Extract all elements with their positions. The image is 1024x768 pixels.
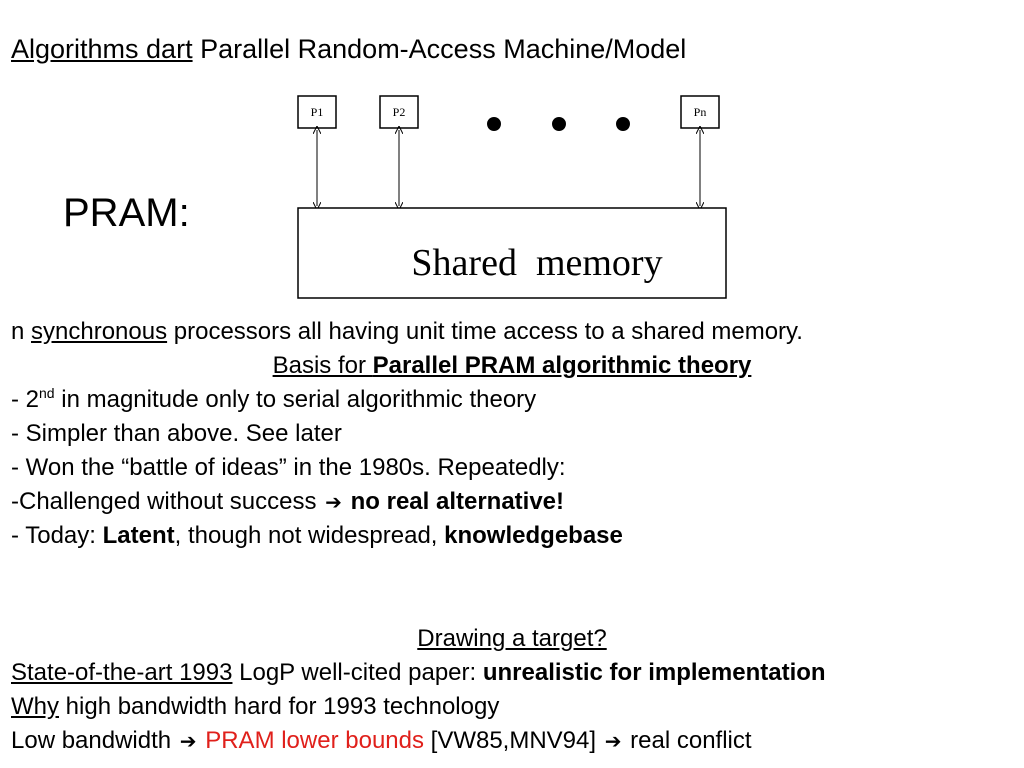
footer-line-1: State-of-the-art 1993 LogP well-cited pa… — [11, 659, 826, 687]
superscript: nd — [39, 385, 55, 401]
ellipsis-dot — [552, 117, 566, 131]
text: LogP well-cited paper: — [232, 659, 483, 686]
title-rest: Parallel Random-Access Machine/Model — [192, 34, 687, 64]
processor-p1: P1 — [297, 95, 337, 129]
body-line-4: - Simpler than above. See later — [11, 420, 342, 447]
bold-text: knowledgebase — [444, 522, 623, 549]
processor-label: P2 — [393, 105, 406, 119]
text: real conflict — [623, 727, 752, 754]
text: Low bandwidth — [11, 727, 178, 754]
pram-label: PRAM: — [63, 191, 190, 235]
right-arrow-icon: ➔ — [604, 729, 622, 753]
body-line-5: - Won the “battle of ideas” in the 1980s… — [11, 454, 566, 481]
right-arrow-icon: ➔ — [325, 490, 342, 514]
body-line-2: Basis for Parallel PRAM algorithmic theo… — [0, 352, 1024, 380]
shared-memory-label: Shared memory — [411, 242, 662, 284]
text: , though not widespread, — [174, 522, 445, 549]
bold-text: Parallel PRAM algorithmic theory — [372, 352, 752, 379]
text: n — [11, 318, 32, 345]
processor-label: Pn — [694, 105, 707, 119]
footer-line-2: Why high bandwidth hard for 1993 technol… — [11, 693, 499, 721]
footer-line-3: Low bandwidth ➔ PRAM lower bounds [VW85,… — [11, 727, 752, 755]
drawing-target-line: Drawing a target? — [417, 625, 607, 652]
processor-pn: Pn — [680, 95, 720, 129]
shared-memory-box: Shared memory — [297, 207, 727, 299]
text: [VW85,MNV94] — [423, 727, 603, 754]
text: - 2 — [11, 386, 40, 413]
ellipsis-dot — [487, 117, 501, 131]
ellipsis-dot — [616, 117, 630, 131]
text: in magnitude only to serial algorithmic … — [54, 386, 537, 413]
text: Basis for — [272, 352, 373, 379]
processor-label: P1 — [311, 105, 324, 119]
underlined-text: State-of-the-art 1993 — [11, 659, 233, 686]
slide-title: Algorithms dart Parallel Random-Access M… — [11, 33, 686, 65]
bold-text: no real alternative! — [350, 488, 565, 515]
processor-p2: P2 — [379, 95, 419, 129]
body-line-3: - 2nd in magnitude only to serial algori… — [11, 386, 536, 414]
bold-text: Latent — [102, 522, 175, 549]
text: -Challenged without success — [11, 488, 324, 515]
body-line-6: -Challenged without success ➔ no real al… — [11, 488, 564, 516]
title-underlined: Algorithms dart — [11, 34, 193, 64]
underlined-text: Why — [11, 693, 59, 720]
pram-diagram: P1 P2 Pn Shared memory — [297, 95, 727, 299]
right-arrow-icon: ➔ — [179, 729, 197, 753]
body-line-1: n synchronous processors all having unit… — [11, 318, 803, 346]
synchronous-term: synchronous — [31, 318, 168, 345]
body-line-7: - Today: Latent, though not widespread, … — [11, 522, 623, 550]
text: processors all having unit time access t… — [167, 318, 803, 345]
red-highlight-text: PRAM lower bounds — [205, 727, 424, 754]
text: high bandwidth hard for 1993 technology — [59, 693, 500, 720]
text: - Today: — [11, 522, 103, 549]
bold-text: unrealistic for implementation — [482, 659, 826, 686]
